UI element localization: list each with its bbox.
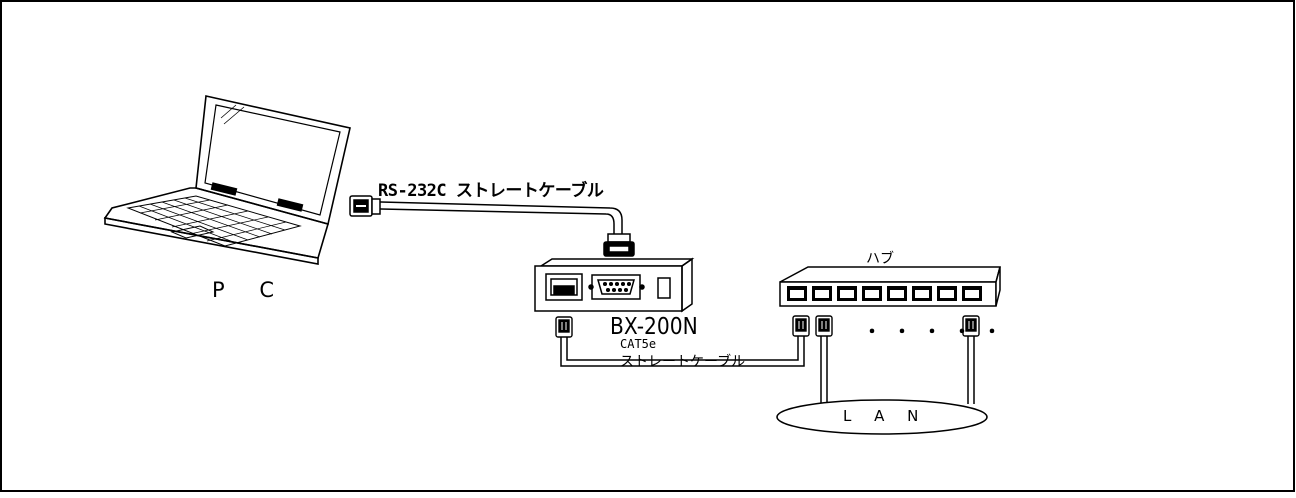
lan-network-ellipse: [776, 399, 988, 435]
lan-cable-right: [967, 336, 975, 404]
device-label: BX-200N: [610, 314, 698, 340]
hub-label: ハブ: [866, 251, 894, 267]
rs232c-cable: [379, 201, 623, 236]
pc-label: P C: [212, 278, 289, 302]
rs232c-pc-connector-icon: [349, 195, 381, 217]
rs232c-cable-label: RS-232C ストレートケーブル: [378, 181, 604, 201]
rj45-plug-hub-port2-icon: [815, 315, 833, 337]
rs232c-device-connector-icon: [603, 233, 635, 257]
lan-label: L A N: [843, 407, 928, 425]
cat5e-cable-label-line1: CAT5e: [620, 337, 657, 351]
cat5e-cable: [560, 336, 805, 367]
laptop-pc-icon: [103, 95, 351, 265]
cat5e-cable-label-line2: ストレートケーブル: [620, 354, 746, 370]
rj45-plug-hub-port8-icon: [962, 315, 980, 337]
hub-ports-ellipsis: ・・・・・: [863, 322, 1013, 343]
hub-icon: [779, 266, 1001, 307]
rj45-plug-hub-port1-icon: [792, 315, 810, 337]
bx200n-device-icon: [534, 257, 695, 313]
rj45-plug-device-icon: [555, 316, 573, 338]
lan-cable-left: [820, 336, 828, 404]
